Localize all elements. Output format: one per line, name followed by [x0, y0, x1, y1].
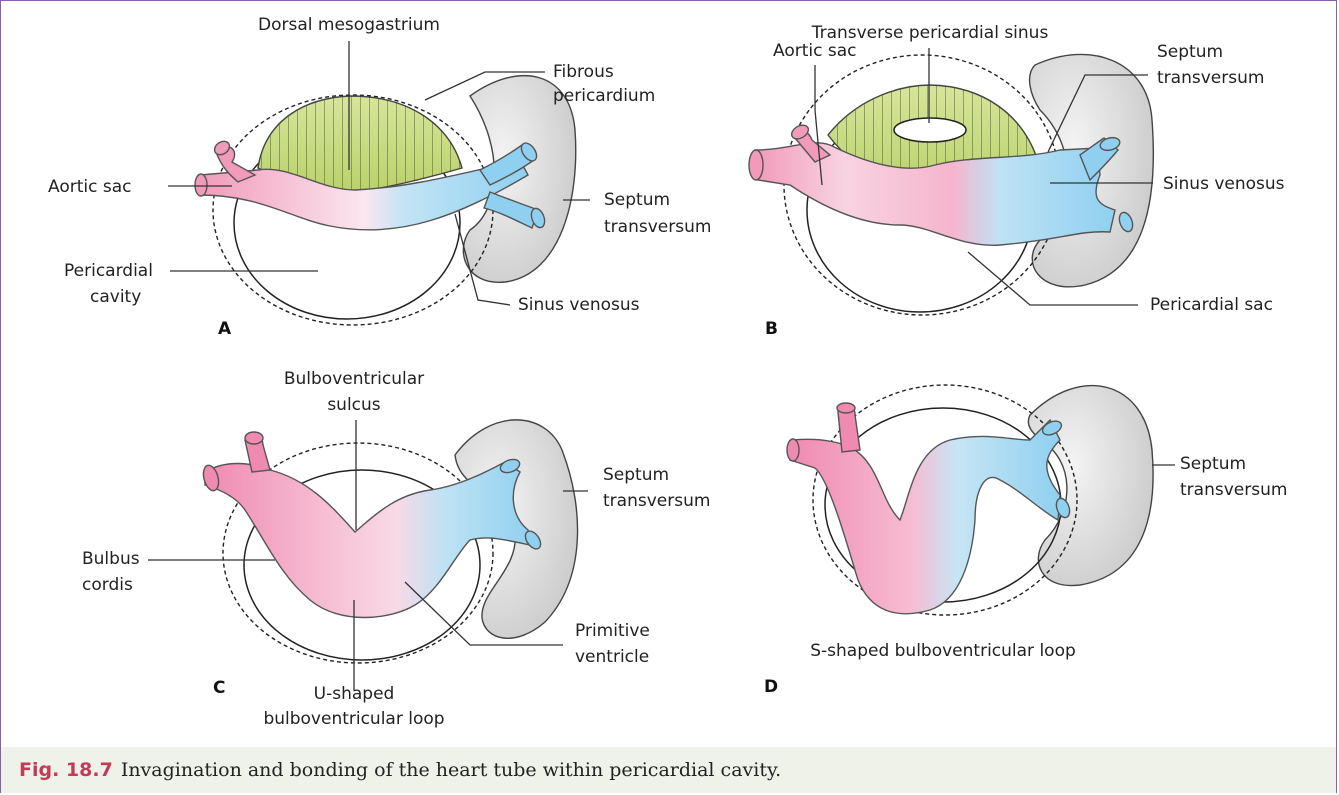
label-septum-b-2: transversum	[1157, 68, 1264, 88]
label-pericardial-1: Pericardial	[64, 261, 153, 281]
caption-text: Invagination and bonding of the heart tu…	[121, 759, 781, 781]
label-pericardial-sac: Pericardial sac	[1150, 295, 1273, 315]
label-sinus-venosus-b: Sinus venosus	[1163, 174, 1285, 194]
label-primitive-2: ventricle	[575, 647, 649, 667]
label-septum-d-1: Septum	[1180, 454, 1246, 474]
label-bulbo-sulcus-1: Bulboventricular	[284, 369, 424, 389]
label-fibrous-1: Fibrous	[553, 62, 614, 82]
label-u-shaped-2: bulboventricular loop	[263, 709, 444, 729]
transverse-sinus-opening	[894, 118, 966, 142]
aortic-vessel-end	[837, 403, 855, 413]
label-aortic-sac-a: Aortic sac	[48, 177, 131, 197]
aortic-sac-end	[749, 150, 763, 180]
panel-b: Transverse pericardial sinus Aortic sac …	[749, 23, 1285, 339]
label-pericardial-2: cavity	[90, 287, 141, 307]
panel-a: Dorsal mesogastrium Fibrous pericardium …	[48, 15, 711, 339]
panel-letter-d: D	[764, 677, 778, 697]
caption-bar: Fig. 18.7 Invagination and bonding of the…	[1, 747, 1336, 793]
label-septum-a-2: transversum	[604, 217, 711, 237]
label-dorsal-mesogastrium: Dorsal mesogastrium	[258, 15, 440, 35]
panel-c: Bulboventricular sulcus Septum transvers…	[82, 369, 710, 729]
label-septum-d-2: transversum	[1180, 480, 1287, 500]
label-septum-a-1: Septum	[604, 190, 670, 210]
label-primitive-1: Primitive	[575, 621, 650, 641]
label-sinus-venosus-a: Sinus venosus	[518, 295, 640, 315]
heart-tube-u-loop	[205, 462, 535, 618]
heart-tube-s-loop	[790, 420, 1060, 614]
label-transverse-sinus: Transverse pericardial sinus	[811, 23, 1049, 43]
label-s-shaped: S-shaped bulboventricular loop	[810, 641, 1076, 661]
panel-letter-a: A	[218, 319, 232, 339]
label-septum-c-2: transversum	[603, 491, 710, 511]
figure-number: Fig. 18.7	[19, 759, 113, 781]
panel-letter-b: B	[765, 319, 778, 339]
label-fibrous-2: pericardium	[553, 86, 655, 106]
panel-letter-c: C	[213, 678, 225, 698]
figure-caption: Fig. 18.7 Invagination and bonding of the…	[19, 759, 781, 781]
label-bulbus-2: cordis	[82, 575, 133, 595]
label-septum-b-1: Septum	[1157, 42, 1223, 62]
label-bulbus-1: Bulbus	[82, 549, 140, 569]
label-u-shaped-1: U-shaped	[314, 684, 395, 704]
panel-d: Septum transversum S-shaped bulboventric…	[764, 385, 1287, 697]
aortic-vessel-end	[245, 432, 263, 444]
aortic-sac-end	[787, 439, 799, 461]
label-septum-c-1: Septum	[603, 465, 669, 485]
label-aortic-sac-b: Aortic sac	[773, 41, 856, 61]
aortic-sac-end	[195, 174, 207, 196]
label-bulbo-sulcus-2: sulcus	[327, 395, 380, 415]
